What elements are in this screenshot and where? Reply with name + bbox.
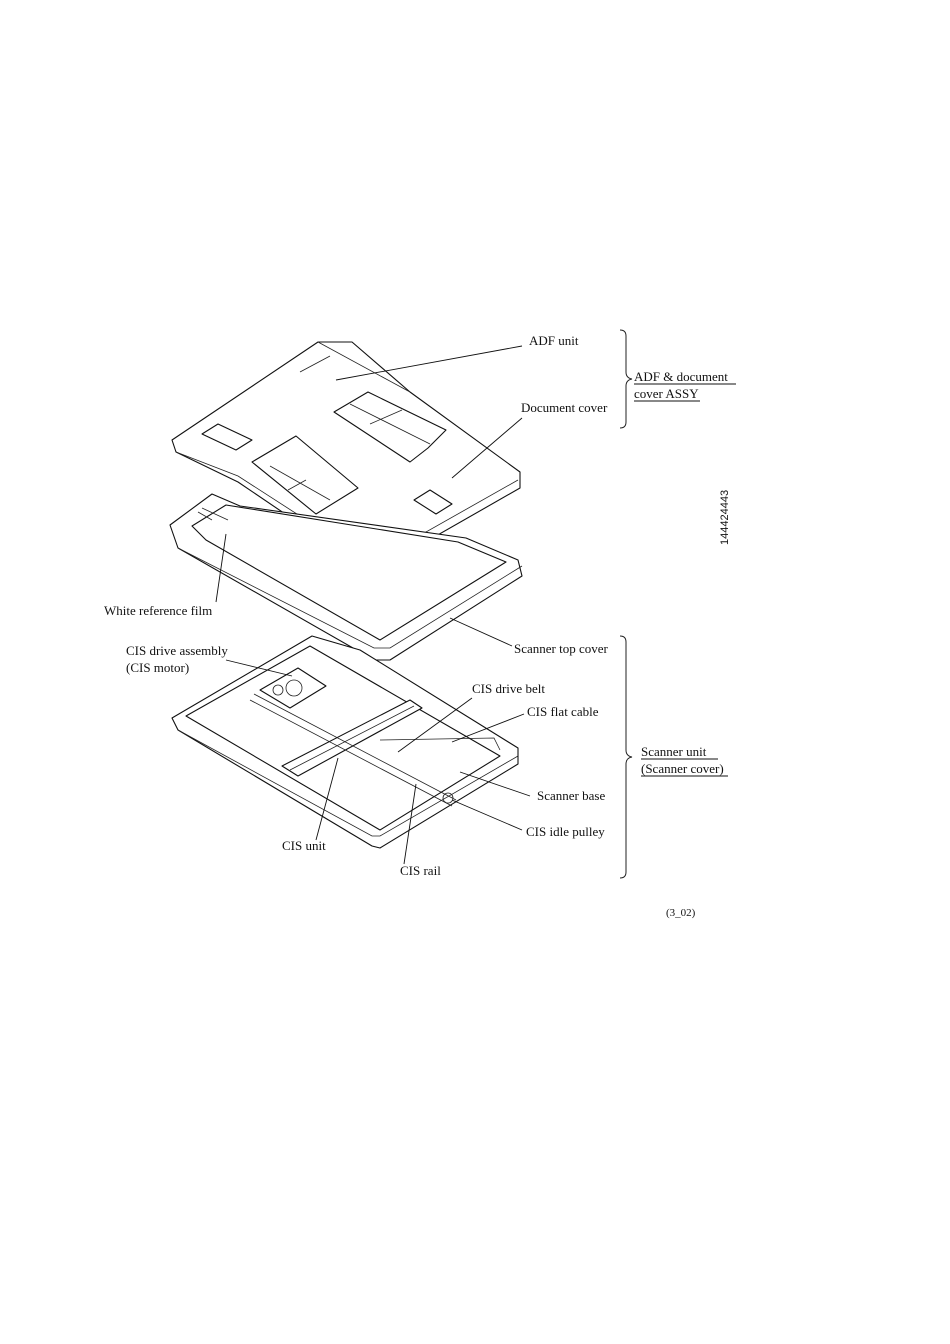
- leader-cis-idle-pulley: [452, 800, 522, 830]
- label-cis-idle-pulley: CIS idle pulley: [526, 824, 605, 839]
- label-cis-rail: CIS rail: [400, 863, 441, 878]
- label-scanner-base: Scanner base: [537, 788, 605, 803]
- brace-scanner-unit: [620, 636, 632, 878]
- label-scanner-top-cover: Scanner top cover: [514, 641, 609, 656]
- label-cis-flat-cable: CIS flat cable: [527, 704, 599, 719]
- label-cis-drive-assembly: CIS drive assembly: [126, 643, 228, 658]
- brace-adf-assy: [620, 330, 632, 428]
- leader-scanner-top-cover: [450, 618, 512, 646]
- group-scanner-unit-line1: Scanner unit: [641, 744, 707, 759]
- group-adf-assy-line2: cover ASSY: [634, 386, 699, 401]
- group-adf-assy-line1: ADF & document: [634, 369, 728, 384]
- label-cis-drive-belt: CIS drive belt: [472, 681, 545, 696]
- scanner-base-drawing: [172, 636, 518, 848]
- group-scanner-unit-line2: (Scanner cover): [641, 761, 724, 776]
- label-document-cover: Document cover: [521, 400, 608, 415]
- part-code: 144424443: [719, 490, 731, 545]
- label-adf-unit: ADF unit: [529, 333, 579, 348]
- label-cis-motor: (CIS motor): [126, 660, 189, 675]
- label-white-reference-film: White reference film: [104, 603, 212, 618]
- figure-reference: (3_02): [666, 907, 696, 919]
- label-cis-unit: CIS unit: [282, 838, 326, 853]
